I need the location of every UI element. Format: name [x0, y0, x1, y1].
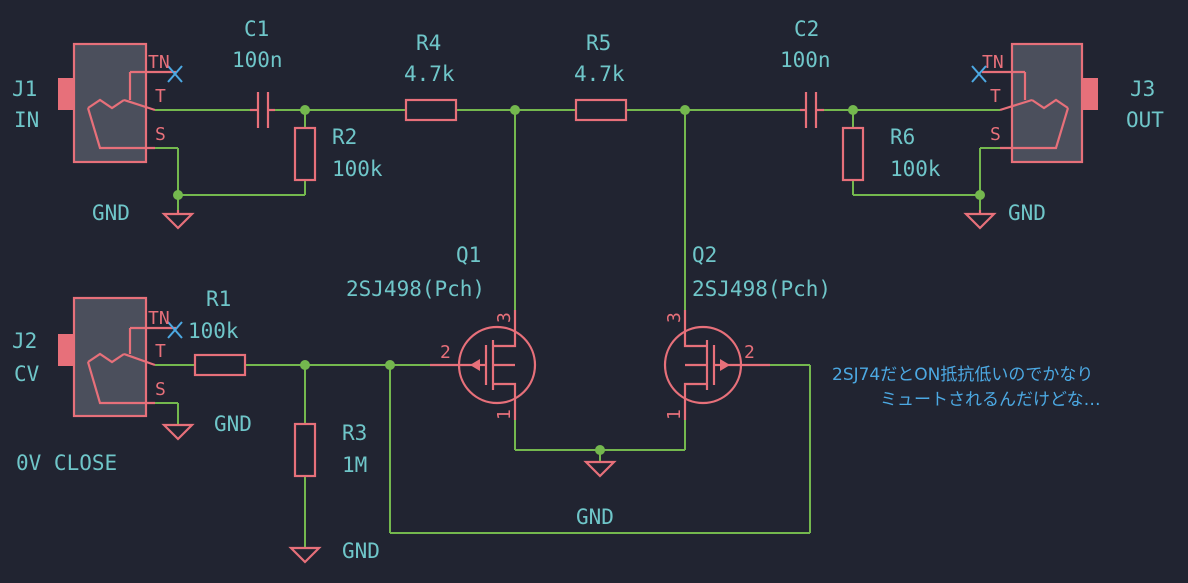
r2-ref: R2 — [332, 125, 357, 149]
r6-value: 100k — [890, 157, 941, 181]
c2-ref: C2 — [794, 17, 819, 41]
cv-note-label: 0V CLOSE — [16, 451, 117, 475]
gnd-symbol-j1 — [161, 210, 195, 230]
q1-ref: Q1 — [456, 243, 481, 267]
q2-value: 2SJ498(Pch) — [692, 277, 831, 301]
r4-ref: R4 — [416, 31, 441, 55]
c1-ref: C1 — [244, 17, 269, 41]
gnd-symbol-r3 — [288, 546, 322, 564]
gnd-symbol-j2 — [161, 423, 195, 441]
q2-pin-drain: 3 — [664, 312, 685, 323]
gnd-symbol-j3 — [963, 210, 997, 230]
c1-value: 100n — [232, 48, 283, 72]
j1-pin-t: T — [155, 86, 166, 107]
capacitor-c1[interactable] — [250, 92, 275, 128]
gnd-label-cv-loop: GND — [576, 505, 614, 529]
q2-pin-source: 1 — [664, 409, 685, 420]
note-line-1: 2SJ74だとON抵抗低いのでかなり — [832, 365, 1093, 385]
r1-value: 100k — [188, 319, 239, 343]
resistor-r6[interactable] — [841, 126, 865, 182]
j2-value: CV — [14, 362, 40, 386]
r4-value: 4.7k — [404, 62, 455, 86]
capacitor-c2[interactable] — [800, 92, 824, 128]
j2-pin-s: S — [155, 379, 166, 400]
j2-ref: J2 — [12, 329, 37, 353]
q1-pin-drain: 3 — [494, 312, 515, 323]
connector-j2[interactable]: TN T S — [58, 296, 183, 418]
gnd-label-j2: GND — [214, 412, 252, 436]
r5-ref: R5 — [586, 31, 611, 55]
r1-ref: R1 — [206, 287, 231, 311]
resistor-r5[interactable] — [574, 98, 628, 122]
j2-pin-tn: TN — [148, 308, 170, 329]
j3-value: OUT — [1126, 108, 1164, 132]
j1-ref: J1 — [12, 77, 37, 101]
j2-pin-t: T — [155, 341, 166, 362]
connector-j3[interactable]: TN T S — [971, 42, 1098, 164]
j3-pin-t: T — [990, 86, 1001, 107]
c2-value: 100n — [780, 48, 831, 72]
j1-value: IN — [14, 108, 39, 132]
q1-pin-gate: 2 — [440, 342, 451, 363]
r2-value: 100k — [332, 157, 383, 181]
q2-pin-gate: 2 — [744, 342, 755, 363]
junctions — [173, 105, 985, 455]
q2-ref: Q2 — [692, 243, 717, 267]
j3-ref: J3 — [1130, 77, 1155, 101]
r3-value: 1M — [342, 453, 367, 477]
resistor-r4[interactable] — [404, 98, 458, 122]
resistor-r1[interactable] — [193, 353, 247, 377]
gnd-symbol-sources — [583, 460, 617, 478]
q1-value: 2SJ498(Pch) — [346, 277, 485, 301]
transistor-q2[interactable]: 2 3 1 — [663, 310, 770, 420]
resistor-r3[interactable] — [293, 422, 317, 478]
r5-value: 4.7k — [574, 62, 625, 86]
j1-pin-tn: TN — [148, 52, 170, 73]
gnd-label-j3: GND — [1008, 201, 1046, 225]
connector-j1[interactable]: TN T S — [58, 42, 183, 164]
transistor-q1[interactable]: 2 3 1 — [430, 310, 537, 420]
gnd-label-j1: GND — [92, 201, 130, 225]
wires — [155, 109, 1000, 548]
j1-pin-s: S — [155, 124, 166, 145]
resistor-r2[interactable] — [293, 126, 317, 182]
note-line-2: ミュートされるんだけどな… — [880, 390, 1101, 410]
r6-ref: R6 — [890, 125, 915, 149]
j3-pin-s: S — [990, 124, 1001, 145]
j3-pin-tn: TN — [982, 52, 1004, 73]
gnd-label-r3: GND — [342, 539, 380, 563]
r3-ref: R3 — [342, 421, 367, 445]
q1-pin-source: 1 — [494, 409, 515, 420]
